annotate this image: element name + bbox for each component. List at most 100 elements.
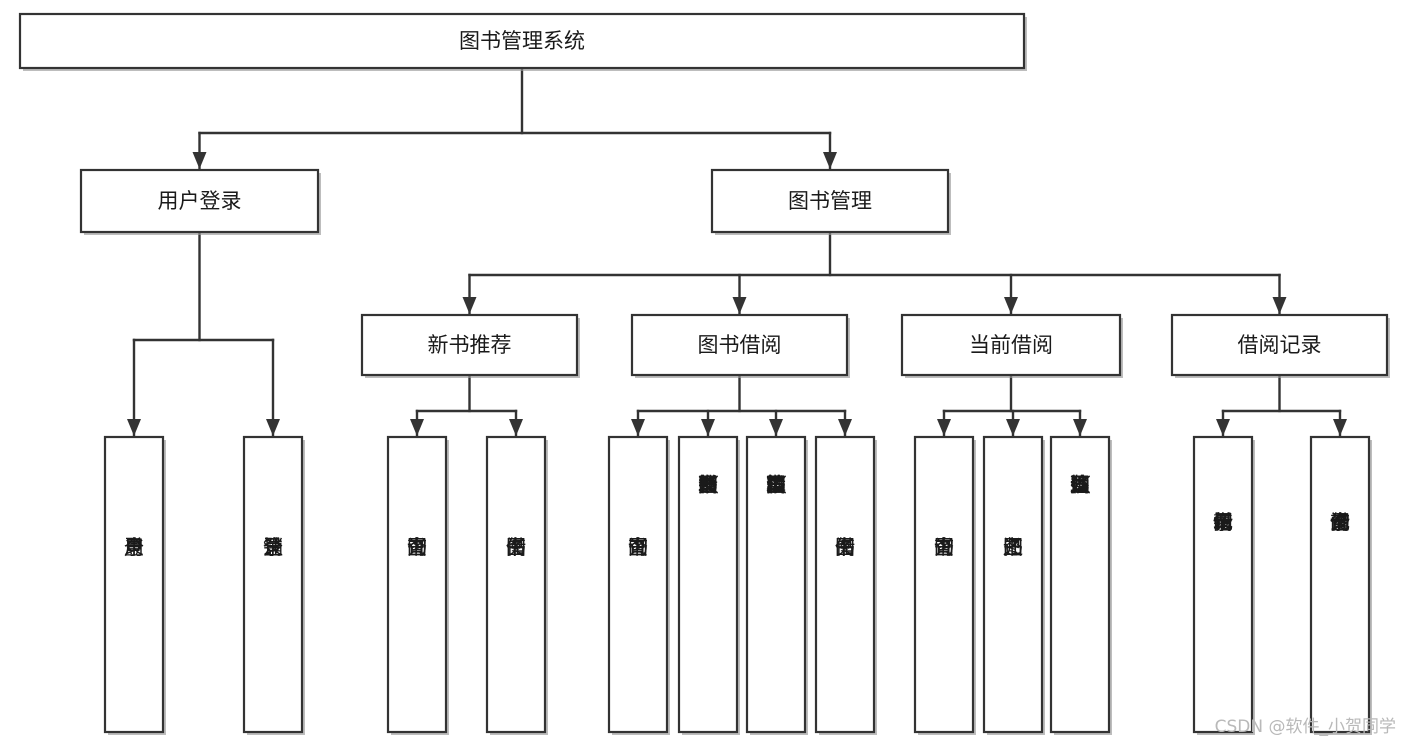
arrow-head-icon xyxy=(509,419,523,436)
node-label-char: 管 xyxy=(1070,473,1090,497)
node-leaf-0[interactable]: 用户登录 xyxy=(103,435,166,735)
node-label-char: 借 xyxy=(835,535,855,559)
arrow-head-icon xyxy=(701,419,715,436)
node-label-char: 阅 xyxy=(506,535,526,559)
node-level2-0[interactable]: 用户登录 xyxy=(79,168,321,235)
node-label-char: 阅 xyxy=(1213,510,1233,534)
node-level3-3[interactable]: 借阅记录 xyxy=(1170,313,1390,378)
arrow-head-icon xyxy=(838,419,852,436)
node-label-char: 借 xyxy=(506,535,526,559)
arrow-head-icon xyxy=(266,419,280,436)
node-label-char: ） xyxy=(1068,475,1092,495)
node-label: 图书管理 xyxy=(788,189,872,213)
node-label-char: 确 xyxy=(1070,473,1090,497)
node-label-char: 书 xyxy=(835,535,855,559)
node-label-char: 书 xyxy=(698,473,718,497)
node-label-char: 查 xyxy=(934,535,954,559)
node-label-char: 图 xyxy=(1003,535,1023,559)
node-label-char: 借 xyxy=(1213,510,1233,534)
node-label-char: 查 xyxy=(407,535,427,559)
node-label-char: 员 xyxy=(698,473,718,497)
node-label-char: 记 xyxy=(1330,510,1350,534)
node-label-char: 登 xyxy=(124,535,144,559)
node-label-char: 销 xyxy=(263,535,283,559)
node-label: 用户登录 xyxy=(158,189,242,213)
node-label-char: 图 xyxy=(506,535,526,559)
node-label-char: 录 xyxy=(124,535,144,559)
node-label-char: 归 xyxy=(1070,473,1090,497)
node-level3-1[interactable]: 图书借阅 xyxy=(630,313,850,378)
node-label-char: 辑 xyxy=(766,473,786,497)
arrow-head-icon xyxy=(1004,297,1018,314)
arrow-head-icon xyxy=(127,419,141,436)
node-label-char: 书 xyxy=(506,535,526,559)
node-label-char: 员 xyxy=(766,473,786,497)
nodes-layer: 图书管理系统用户登录图书管理新书推荐图书借阅当前借阅借阅记录用户登录注销登录查询… xyxy=(18,12,1390,735)
node-label-char: 录 xyxy=(263,535,283,559)
node-label-char: （ xyxy=(696,475,720,495)
node-label-char: 查 xyxy=(1330,510,1350,534)
node-label-char: 询 xyxy=(934,535,954,559)
node-label-char: 认 xyxy=(1070,473,1090,497)
node-label-char: 询 xyxy=(628,535,648,559)
node-label-char: 借 xyxy=(1330,510,1350,534)
node-label-char: 还 xyxy=(1070,473,1090,497)
node-label: 当前借阅 xyxy=(969,333,1053,357)
node-label-char: 查 xyxy=(628,535,648,559)
node-root-图书管理系统[interactable]: 图书管理系统 xyxy=(18,12,1027,71)
node-label-char: 新 xyxy=(1213,510,1233,534)
node-label-char: 图 xyxy=(407,535,427,559)
node-label-char: 还 xyxy=(1003,535,1023,559)
node-label: 图书借阅 xyxy=(698,333,782,357)
node-label-char: 询 xyxy=(1330,510,1350,534)
connectors-layer xyxy=(127,66,1347,438)
node-label-char: 管 xyxy=(698,473,718,497)
node-label-char: 书 xyxy=(766,473,786,497)
node-label-char: 理 xyxy=(1070,473,1090,497)
node-label-char: 编 xyxy=(766,473,786,497)
arrow-head-icon xyxy=(462,297,477,314)
node-level3-2[interactable]: 当前借阅 xyxy=(900,313,1123,378)
arrow-head-icon xyxy=(769,419,783,436)
node-label-char: （ xyxy=(764,475,788,495)
arrow-head-icon xyxy=(1006,419,1020,436)
node-label-char: 询 xyxy=(407,535,427,559)
node-label-char: 阅 xyxy=(835,535,855,559)
node-label-char: 书 xyxy=(934,535,954,559)
node-label-char: 图 xyxy=(698,473,718,497)
node-label-char: 理 xyxy=(698,473,718,497)
node-label-char: 记 xyxy=(1213,510,1233,534)
arrow-head-icon xyxy=(631,419,645,436)
node-label-char: （ xyxy=(1068,475,1092,495)
node-label-char: 注 xyxy=(263,535,283,559)
node-label-char: ） xyxy=(764,475,788,495)
node-label-char: 管 xyxy=(766,473,786,497)
node-label-char: 阅 xyxy=(1330,510,1350,534)
node-label: 图书管理系统 xyxy=(459,29,585,53)
arrow-head-icon xyxy=(1272,297,1287,314)
node-label-char: 图 xyxy=(934,535,954,559)
arrow-head-icon xyxy=(1216,419,1230,436)
node-label-char: 书 xyxy=(407,535,427,559)
node-level2-1[interactable]: 图书管理 xyxy=(710,168,951,235)
node-label-char: 图 xyxy=(628,535,648,559)
arrow-head-icon xyxy=(1073,419,1087,436)
node-label: 新书推荐 xyxy=(428,333,512,357)
node-level3-0[interactable]: 新书推荐 xyxy=(360,313,580,378)
node-label-char: 书 xyxy=(628,535,648,559)
node-label-char: 图 xyxy=(766,473,786,497)
